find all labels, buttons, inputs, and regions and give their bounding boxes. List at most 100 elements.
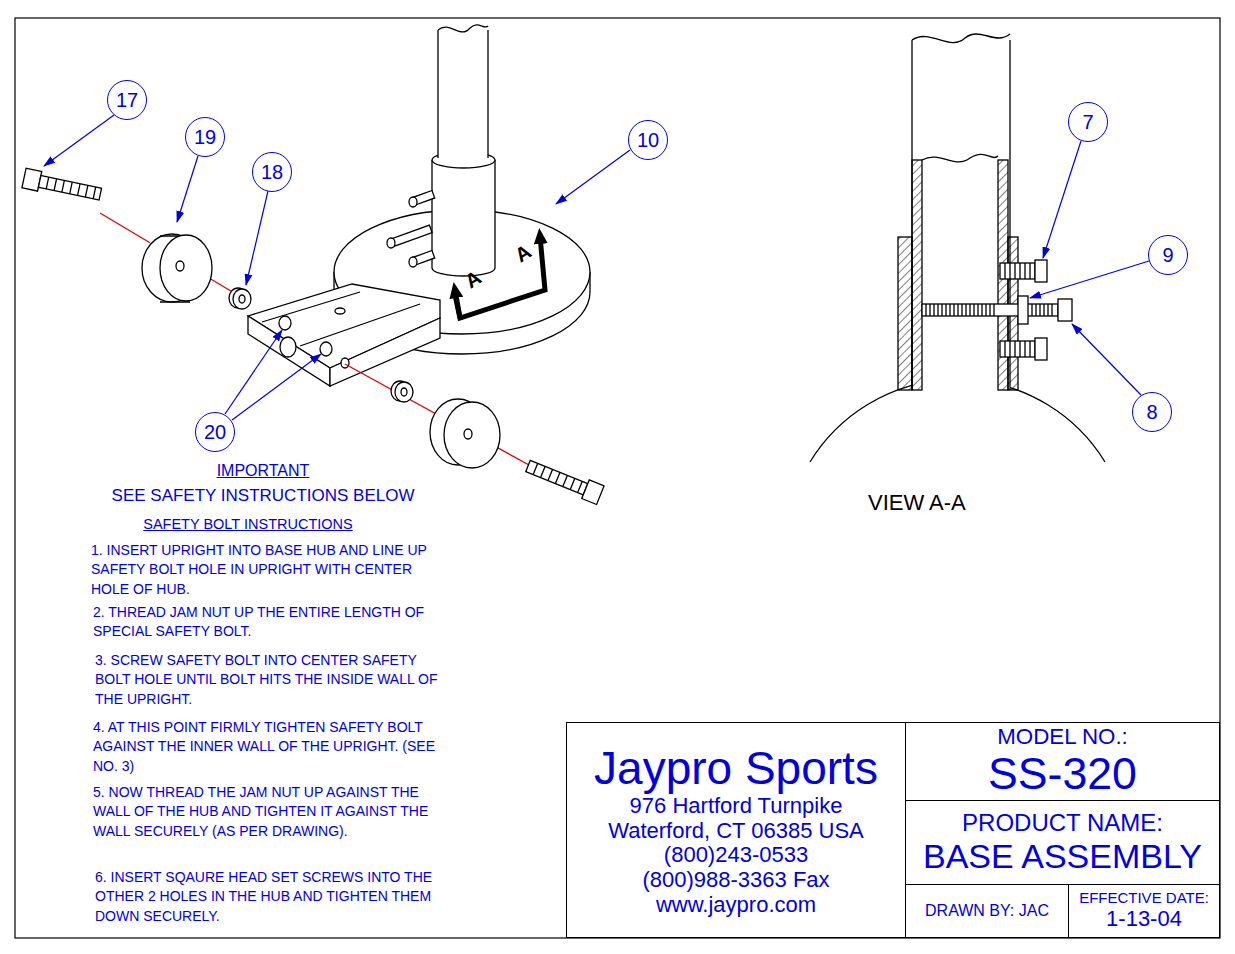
section-view — [1000, 341, 1035, 357]
node-text: 1-13-04 — [1106, 907, 1182, 932]
node-text: PRODUCT NAME: — [962, 810, 1163, 837]
node-text: Waterford, CT 06385 USA — [608, 819, 864, 844]
underline-span: IMPORTANT — [217, 462, 310, 479]
base-illustration — [248, 316, 330, 386]
base-illustration — [300, 304, 420, 346]
leader-line — [556, 150, 630, 204]
base-illustration — [335, 308, 345, 314]
base-illustration — [341, 358, 349, 368]
node-text: 9 — [1162, 244, 1173, 266]
node-text: BASE ASSEMBLY — [923, 837, 1202, 875]
node-text: www.jaypro.com — [656, 893, 816, 918]
section-view — [810, 34, 1105, 462]
instruction-step: 1. INSERT UPRIGHT INTO BASE HUB AND LINE… — [91, 541, 429, 599]
hardware — [391, 381, 413, 402]
base-illustration — [330, 318, 440, 386]
leader-line — [1030, 261, 1149, 298]
instruction-step: 5. NOW THREAD THE JAM NUT UP AGAINST THE… — [93, 783, 445, 841]
section-view — [912, 34, 1010, 43]
hardware — [401, 388, 407, 396]
section-view — [1035, 338, 1047, 360]
note-heading: SAFETY BOLT INSTRUCTIONS — [110, 514, 386, 534]
base-illustration — [455, 290, 460, 318]
leader-line — [246, 191, 268, 285]
hardware — [22, 168, 102, 204]
base-illustration — [387, 238, 395, 248]
product-block: PRODUCT NAME:BASE ASSEMBLY — [905, 800, 1220, 885]
leader-line — [1043, 141, 1081, 258]
leader-line — [225, 330, 282, 414]
node-text: (800)243-0533 — [664, 843, 808, 868]
base-illustration — [487, 30, 488, 158]
node-text: SS-320 — [988, 749, 1137, 799]
base-illustration — [248, 25, 590, 386]
base-illustration — [409, 197, 417, 207]
company-block: Jaypro Sports976 Hartford TurnpikeWaterf… — [566, 722, 906, 938]
base-illustration — [279, 316, 291, 330]
hardware — [160, 235, 212, 301]
hardware — [239, 295, 245, 303]
hardware — [233, 289, 251, 309]
base-illustration — [455, 236, 545, 318]
callout-number: 10 — [628, 120, 668, 160]
base-illustration — [387, 190, 435, 267]
node-text: Jaypro Sports — [594, 743, 878, 795]
section-view — [1005, 263, 1030, 279]
drawn-by-block: DRAWN BY: JAC — [905, 884, 1069, 938]
base-illustration — [438, 30, 488, 160]
node-text: (800)988-3363 Fax — [642, 868, 829, 893]
instruction-step: 4. AT THIS POINT FIRMLY TIGHTEN SAFETY B… — [93, 718, 445, 776]
leader-line — [232, 354, 321, 420]
instruction-step: 3. SCREW SAFETY BOLT INTO CENTER SAFETY … — [95, 651, 445, 709]
callout-number: 8 — [1132, 392, 1172, 432]
hardware — [140, 223, 212, 309]
callout-number: 18 — [252, 152, 292, 192]
node-text: 18 — [261, 161, 283, 183]
hardware — [430, 399, 500, 468]
underline-span: SAFETY BOLT INSTRUCTIONS — [143, 516, 352, 532]
section-view — [1018, 296, 1028, 324]
base-illustration — [409, 257, 417, 267]
hardware — [229, 288, 251, 309]
hardware — [444, 402, 500, 468]
section-letter: A — [460, 264, 487, 295]
instruction-step: 6. INSERT SQAURE HEAD SET SCREWS INTO TH… — [95, 868, 461, 926]
note-heading: SEE SAFETY INSTRUCTIONS BELOW — [60, 484, 466, 507]
model-block: MODEL NO.:SS-320 — [905, 722, 1220, 801]
note-heading: IMPORTANT — [150, 460, 376, 482]
hardware — [22, 168, 604, 504]
sheet-border — [15, 18, 1220, 938]
node-text: 976 Hartford Turnpike — [630, 794, 843, 819]
base-illustration — [438, 25, 488, 32]
hardware — [524, 457, 604, 505]
base-illustration — [320, 342, 332, 356]
view-label: VIEW A-A — [868, 488, 966, 518]
date-block: EFFECTIVE DATE:1-13-04 — [1068, 884, 1220, 938]
base-illustration — [432, 160, 495, 272]
section-letter: A — [510, 238, 537, 269]
node-text: 20 — [204, 421, 226, 443]
section-view — [1035, 260, 1047, 282]
node-text: DRAWN BY: JAC — [925, 902, 1049, 920]
hardware — [38, 175, 101, 200]
base-illustration — [280, 337, 296, 357]
hardware — [582, 480, 604, 505]
node-text: 8 — [1146, 401, 1157, 423]
callout-number: 9 — [1148, 235, 1188, 275]
section-view — [926, 304, 1052, 316]
section-view — [898, 237, 912, 390]
leader-line — [44, 115, 114, 166]
hardware — [395, 382, 413, 402]
callout-number: 19 — [185, 117, 225, 157]
leader-line — [1072, 324, 1141, 395]
section-view — [922, 154, 998, 162]
node-text: EFFECTIVE DATE: — [1079, 890, 1209, 907]
base-illustration — [437, 30, 438, 158]
instruction-step: 2. THREAD JAM NUT UP THE ENTIRE LENGTH O… — [93, 603, 461, 642]
callout-number: 7 — [1068, 102, 1108, 142]
hardware — [464, 429, 472, 439]
hardware — [176, 261, 184, 271]
base-illustration — [494, 160, 495, 268]
section-view — [922, 304, 1058, 316]
section-view — [912, 160, 922, 390]
